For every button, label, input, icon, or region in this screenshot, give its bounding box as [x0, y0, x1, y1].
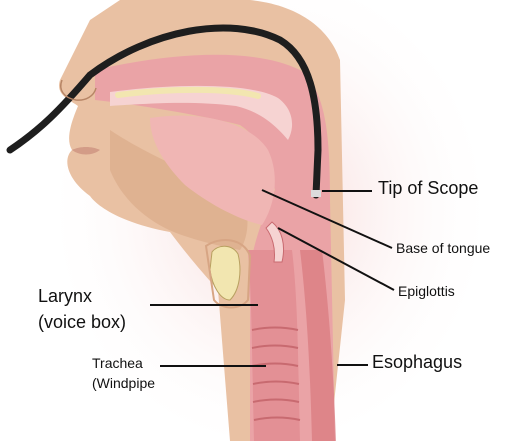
label-larynx-line2: (voice box)	[38, 309, 126, 335]
scope-tip	[311, 190, 321, 197]
label-larynx: Larynx (voice box)	[38, 283, 126, 335]
label-trachea-line1: Trachea	[92, 353, 155, 373]
label-esophagus: Esophagus	[372, 352, 462, 373]
label-epiglottis: Epiglottis	[398, 283, 455, 299]
label-trachea: Trachea (Windpipe	[92, 353, 155, 393]
label-tip-of-scope: Tip of Scope	[378, 178, 478, 199]
label-base-of-tongue: Base of tongue	[396, 240, 490, 256]
label-larynx-line1: Larynx	[38, 283, 126, 309]
label-trachea-line2: (Windpipe	[92, 373, 155, 393]
